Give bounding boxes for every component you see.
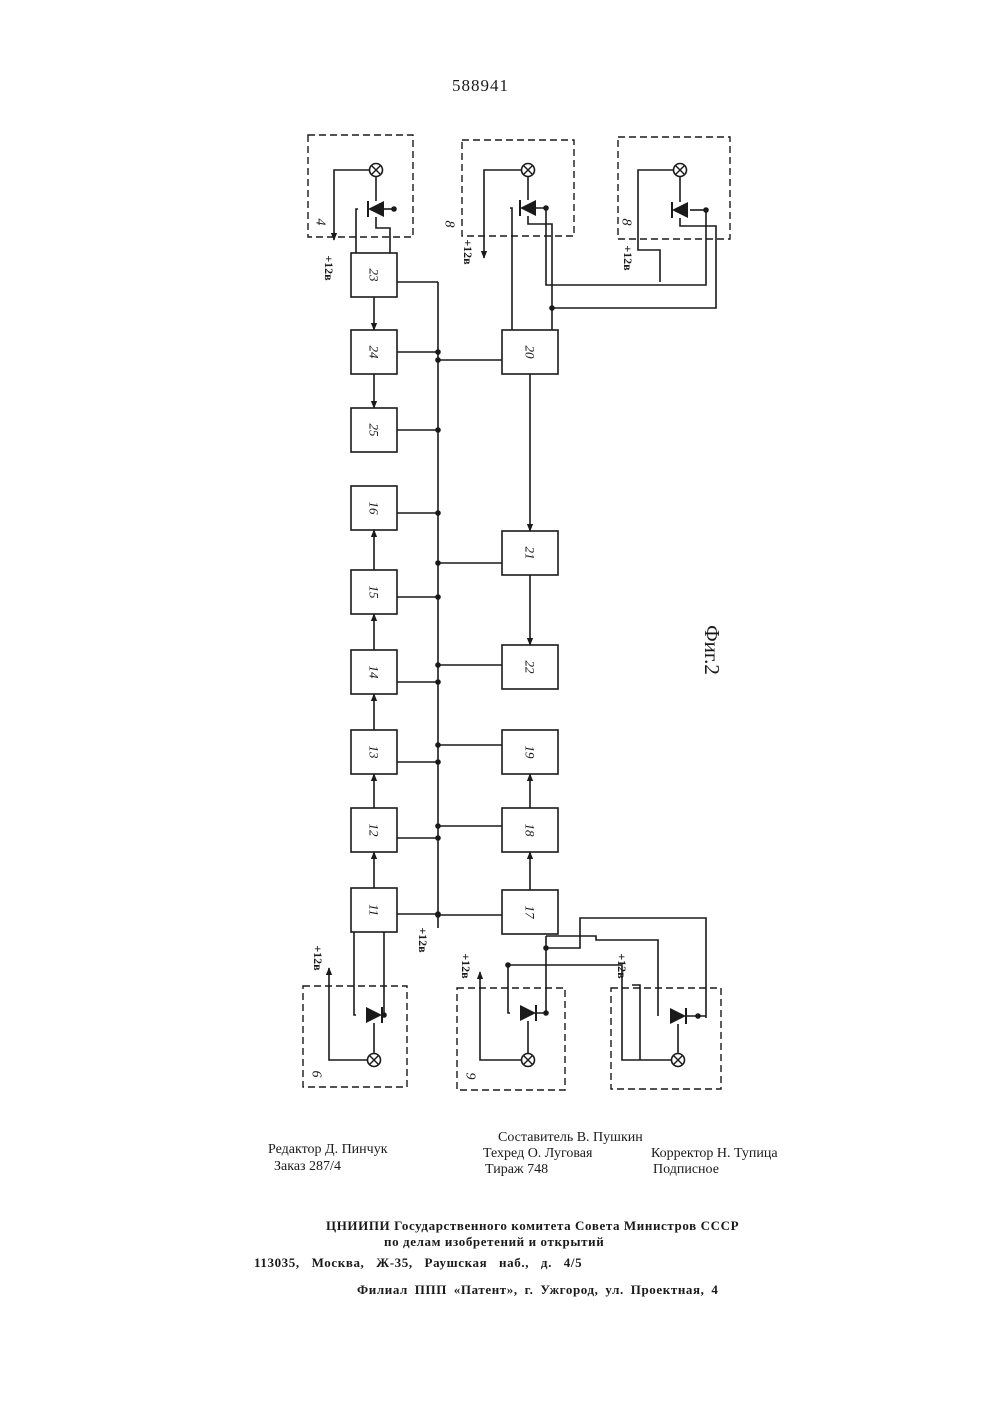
wire: [376, 217, 390, 253]
junction-dot: [391, 206, 397, 212]
voltage-label: +12в: [459, 953, 473, 979]
publisher-org-line2: по делам изобретений и открытий: [384, 1234, 604, 1250]
voltage-label: +12в: [615, 953, 629, 979]
block-label: 15: [367, 586, 382, 600]
editor-credit: Редактор Д. Пинчук: [268, 1142, 388, 1158]
junction-dot: [381, 1012, 387, 1018]
subscription-note: Подписное: [653, 1162, 719, 1178]
junction-dot: [435, 349, 441, 355]
photodiode-icon: [672, 202, 688, 218]
block-label: 24: [367, 346, 382, 360]
junction-dot: [435, 662, 441, 668]
block-label: 23: [367, 269, 382, 283]
compiler-credit: Составитель В. Пушкин: [498, 1130, 643, 1146]
block-label: 16: [367, 502, 382, 516]
junction-dot: [435, 427, 441, 433]
block-label: 21: [523, 547, 538, 560]
junction-dot: [435, 510, 441, 516]
photodiode-icon: [368, 201, 384, 217]
publisher-address: 113035, Москва, Ж-35, Раушская наб., д. …: [254, 1255, 582, 1271]
photodiode-icon: [366, 1007, 382, 1023]
order-number: Заказ 287/4: [274, 1159, 341, 1175]
junction-dot: [435, 742, 441, 748]
photodiode-icon: [520, 1005, 536, 1021]
photodiode-icon: [670, 1008, 686, 1024]
junction-dot: [543, 205, 549, 211]
junction-dot: [435, 594, 441, 600]
print-run: Тираж 748: [485, 1162, 548, 1178]
block-label: 12: [367, 824, 382, 838]
figure-caption: Фиг.2: [700, 625, 724, 675]
sensor-unit-extra: [611, 988, 721, 1089]
unit-label: 4: [313, 219, 328, 226]
block-label: 14: [367, 666, 382, 680]
voltage-label: +12в: [311, 945, 325, 971]
sensor-unit-8: [462, 140, 574, 236]
photodiode-icon: [520, 200, 536, 216]
wire: [528, 216, 552, 330]
junction-dot: [435, 679, 441, 685]
unit-label: 8: [619, 219, 634, 226]
block-label: 25: [367, 424, 382, 438]
wire: [356, 209, 358, 253]
block-label: 20: [523, 346, 538, 360]
junction-dot: [695, 1013, 701, 1019]
junction-dot: [435, 759, 441, 765]
junction-dot: [435, 835, 441, 841]
voltage-arrow: [329, 968, 368, 1060]
wire: [510, 208, 512, 330]
voltage-label: +12в: [461, 239, 475, 265]
block-label: 18: [523, 824, 538, 838]
publisher-branch: Филиал ППП «Патент», г. Ужгород, ул. Про…: [357, 1282, 718, 1298]
block-label: 19: [523, 746, 538, 760]
voltage-label: +12в: [621, 245, 635, 271]
publisher-org-line1: ЦНИИПИ Государственного комитета Совета …: [326, 1218, 739, 1234]
junction-dot: [549, 305, 555, 311]
junction-dot: [505, 962, 511, 968]
junction-dot: [435, 823, 441, 829]
techred-credit: Техред О. Луговая: [483, 1146, 592, 1162]
voltage-label: +12в: [322, 255, 336, 281]
wire: [632, 985, 640, 1060]
wire: [354, 932, 356, 1015]
wire: [382, 932, 384, 1015]
junction-dot: [435, 912, 441, 918]
voltage-arrow: [480, 972, 522, 1060]
voltage-arrow: [334, 170, 370, 240]
corrector-credit: Корректор Н. Тупица: [651, 1146, 778, 1162]
voltage-arrow: [484, 170, 522, 258]
block-label: 22: [523, 661, 538, 675]
unit-label: 6: [309, 1071, 324, 1078]
block-label: 13: [367, 746, 382, 760]
voltage-label: +12в: [416, 927, 430, 953]
unit-label: 9: [463, 1073, 478, 1080]
unit-label: 8: [442, 221, 457, 228]
junction-dot: [435, 357, 441, 363]
junction-dot: [543, 945, 549, 951]
block-label: 17: [523, 906, 538, 920]
sensor-unit-8b: [618, 137, 730, 239]
block-label: 11: [367, 904, 382, 916]
junction-dot: [435, 560, 441, 566]
junction-dot: [543, 1010, 549, 1016]
junction-dot: [703, 207, 709, 213]
wire: [638, 170, 674, 282]
